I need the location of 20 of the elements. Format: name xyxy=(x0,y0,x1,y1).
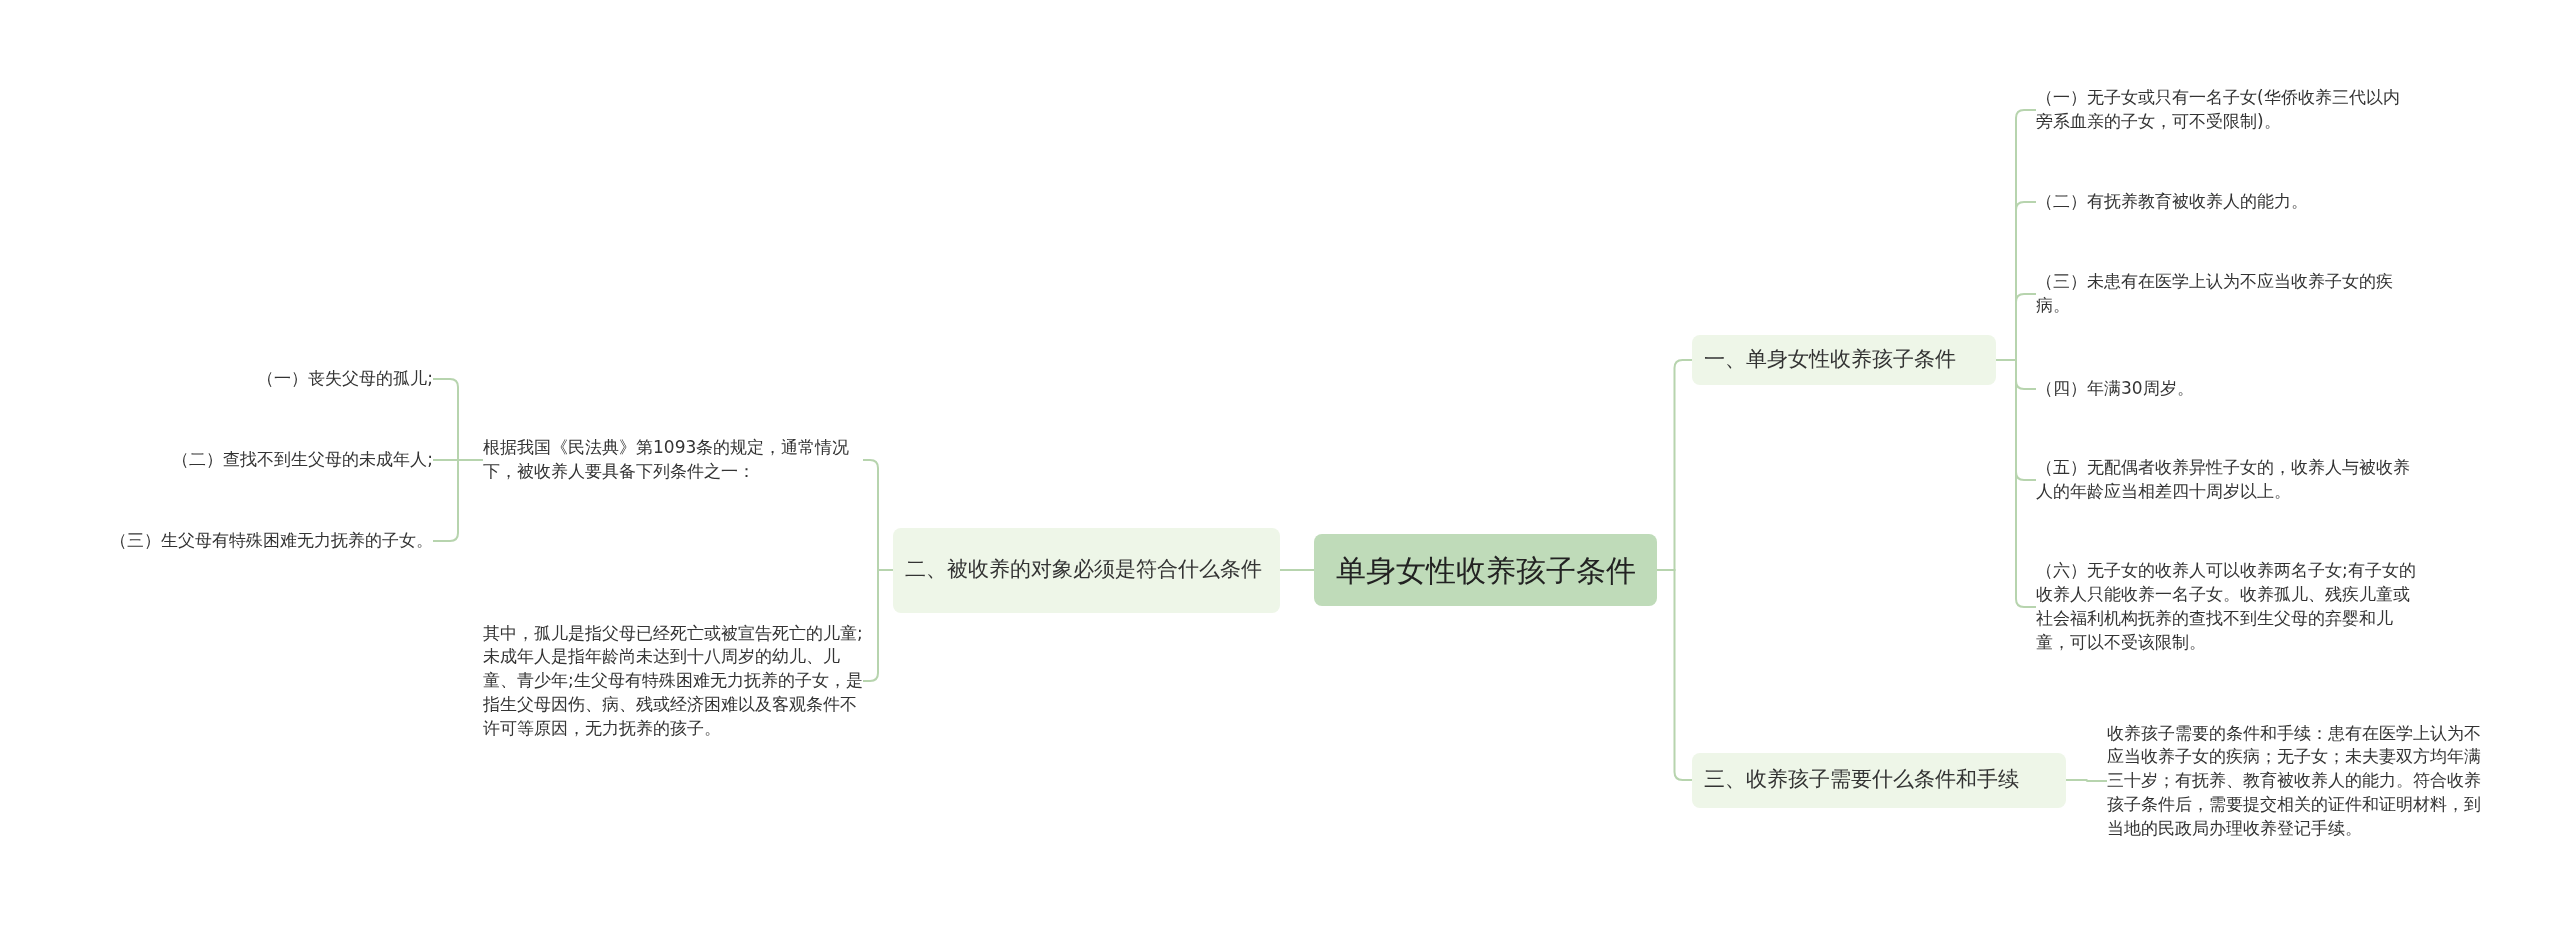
connector-line xyxy=(1656,569,1693,781)
topic-text: （三）生父母有特殊困难无力抚养的子女。 xyxy=(40,527,433,555)
topic-text: （六）无子女的收养人可以收养两名子女;有子女的收养人只能收养一名子女。收养孤儿、残疾儿童或社会福利机构抚养的查找不到生父母的弃婴和儿童，可以不受该限制。 xyxy=(2036,551,2416,663)
topic-text: 根据我国《民法典》第1093条的规定，通常情况下，被收养人要具备下列条件之一： xyxy=(483,432,863,488)
topic-text: （一）丧失父母的孤儿; xyxy=(40,365,433,393)
topic-box: 一、单身女性收养孩子条件 xyxy=(1692,335,1996,385)
topic-text: （二）有抚养教育被收养人的能力。 xyxy=(2036,188,2416,216)
topic-text: 收养孩子需要的条件和手续：患有在医学上认为不应当收养子女的疾病；无子女；未夫妻双方均年满三十岁；有抚养、教育被收养人的能力。符合收养孩子条件后，需要提交相关的证件和证明材料，到当地的民政局办理收养登记手续。 xyxy=(2107,711,2487,851)
topic-text: （一）无子女或只有一名子女(华侨收养三代以内旁系血亲的子女，可不受限制)。 xyxy=(2036,82,2416,138)
central-topic: 单身女性收养孩子条件 xyxy=(1314,534,1657,606)
topic-box: 二、被收养的对象必须是符合什么条件 xyxy=(893,527,1280,613)
topic-box: 三、收养孩子需要什么条件和手续 xyxy=(1692,752,2066,808)
topic-text: （二）查找不到生父母的未成年人; xyxy=(40,446,433,474)
connector-line xyxy=(862,569,894,682)
topic-text: （五）无配偶者收养异性子女的，收养人与被收养人的年龄应当相差四十周岁以上。 xyxy=(2036,452,2416,508)
topic-text: （四）年满30周岁。 xyxy=(2036,375,2416,403)
topic-text: （三）未患有在医学上认为不应当收养子女的疾病。 xyxy=(2036,266,2416,322)
connector-line xyxy=(2065,779,2108,782)
connector-line xyxy=(1279,569,1315,571)
topic-text: 其中，孤儿是指父母已经死亡或被宣告死亡的儿童;未成年人是指年龄尚未达到十八周岁的幼儿、儿童、青少年;生父母有特殊困难无力抚养的子女，是指生父母因伤、病、残或经济困难以及客观条件不许可等原因，无力抚养的孩子。 xyxy=(483,597,863,765)
